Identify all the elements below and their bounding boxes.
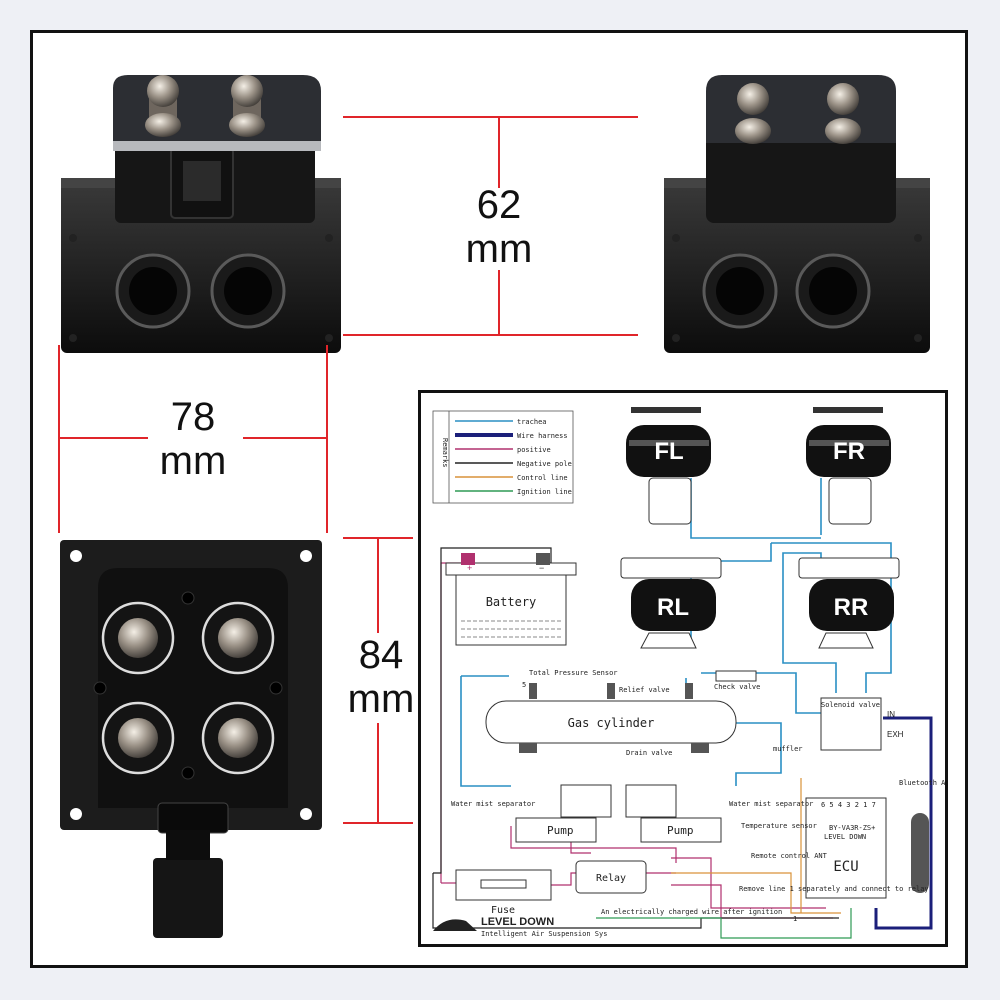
dimension-84-unit: mm <box>347 677 415 721</box>
relief-valve-label: Relief valve <box>619 686 670 694</box>
solenoid-valve: Solenoid valve IN EXH muffler <box>773 697 904 753</box>
brand-label: LEVEL DOWN <box>481 916 554 928</box>
drain-valve-label: Drain valve <box>626 749 672 757</box>
brand-tagline: Intelligent Air Suspension Sys <box>481 930 607 938</box>
valve-block-front-photo <box>61 75 341 353</box>
legend-item-label: Negative pole <box>517 460 572 468</box>
valve-block-rear-photo <box>664 75 930 353</box>
level-down-logo: LEVEL DOWN Intelligent Air Suspension Sy… <box>433 916 607 938</box>
legend-item-label: Control line <box>517 474 568 482</box>
dimension-84-value: 84 <box>358 633 404 677</box>
airbag-rr-label: RR <box>834 594 869 621</box>
line-number: 1 <box>793 915 797 923</box>
pump-right: Pump <box>625 784 722 843</box>
airbag-fr-label: FR <box>833 438 865 465</box>
fuse-label: Fuse <box>491 905 515 916</box>
dimension-62-label: 62 mm <box>429 183 569 271</box>
airbag-fl-label: FL <box>654 438 683 465</box>
airbag-rr: RR <box>798 557 900 649</box>
water-mist-left-label: Water mist separator <box>451 800 535 808</box>
dimension-78-label: 78 mm <box>123 395 263 483</box>
relay-label: Relay <box>596 873 626 884</box>
ecu-label: ECU <box>833 859 858 875</box>
battery-plus-label: + <box>467 563 472 573</box>
product-frame: 62 mm 78 mm 84 mm <box>30 30 968 968</box>
battery-minus-label: − <box>539 563 544 573</box>
legend-item-label: Ignition line <box>517 488 572 496</box>
dimension-78-unit: mm <box>159 439 227 483</box>
ecu-model: BY-VA3R-ZS+ <box>829 824 875 832</box>
dimension-84-label: 84 mm <box>311 633 451 721</box>
dimension-62-value: 62 <box>476 183 522 227</box>
exh-port-label: EXH <box>887 730 904 739</box>
ecu-brand: LEVEL DOWN <box>824 833 866 841</box>
airbag-fr: FR <box>806 407 891 525</box>
fuse: Fuse <box>455 869 552 916</box>
battery-label: Battery <box>486 595 537 609</box>
valve-block-top-photo <box>60 540 322 938</box>
temperature-sensor-label: Temperature sensor <box>741 822 817 830</box>
dimension-62-unit: mm <box>465 227 533 271</box>
legend-item-label: positive <box>517 446 551 454</box>
gas-cylinder: Gas cylinder Total Pressure Sensor 5 Rel… <box>485 669 737 757</box>
pump-1-label: Pump <box>547 824 574 837</box>
remove-line-note: Remove line 1 separately and connect to … <box>739 885 929 893</box>
check-valve: Check valve <box>714 670 760 691</box>
wire-harness-lines <box>874 716 933 930</box>
solenoid-valve-label: Solenoid valve <box>821 701 880 709</box>
pump-left: Pump <box>515 784 612 843</box>
total-pressure-sensor-label: Total Pressure Sensor <box>529 669 618 677</box>
ignition-lines <box>596 908 852 939</box>
ignition-note: An electrically charged wire after ignit… <box>601 908 782 916</box>
remote-control-label: Remote control ANT <box>751 852 828 860</box>
legend-title: Remarks <box>441 438 449 468</box>
legend-item-label: trachea <box>517 418 547 426</box>
airbag-rl: RL <box>620 557 722 649</box>
battery: + − Battery <box>445 553 577 646</box>
gas-cylinder-label: Gas cylinder <box>568 716 655 730</box>
dimension-lines <box>58 116 638 824</box>
pressure-sensor-number: 5 <box>522 681 526 689</box>
airbag-rl-label: RL <box>657 594 689 621</box>
legend-item-label: Wire harness <box>517 432 568 440</box>
check-valve-label: Check valve <box>714 683 760 691</box>
dimension-78-value: 78 <box>170 395 216 439</box>
bluetooth-ant-label: Bluetooth ANT <box>899 779 945 787</box>
water-mist-right-label: Water mist separator <box>729 800 813 808</box>
control-lines <box>671 778 841 914</box>
ecu-pins: 6 5 4 3 2 1 7 <box>821 801 876 809</box>
relay: Relay An electrically charged wire after… <box>575 860 782 916</box>
airbag-fl: FL <box>626 407 711 525</box>
in-port-label: IN <box>887 710 895 719</box>
pump-2-label: Pump <box>667 824 694 837</box>
ecu: 6 5 4 3 2 1 7 BY-VA3R-ZS+ LEVEL DOWN ECU… <box>739 779 955 923</box>
muffler-label: muffler <box>773 745 803 753</box>
